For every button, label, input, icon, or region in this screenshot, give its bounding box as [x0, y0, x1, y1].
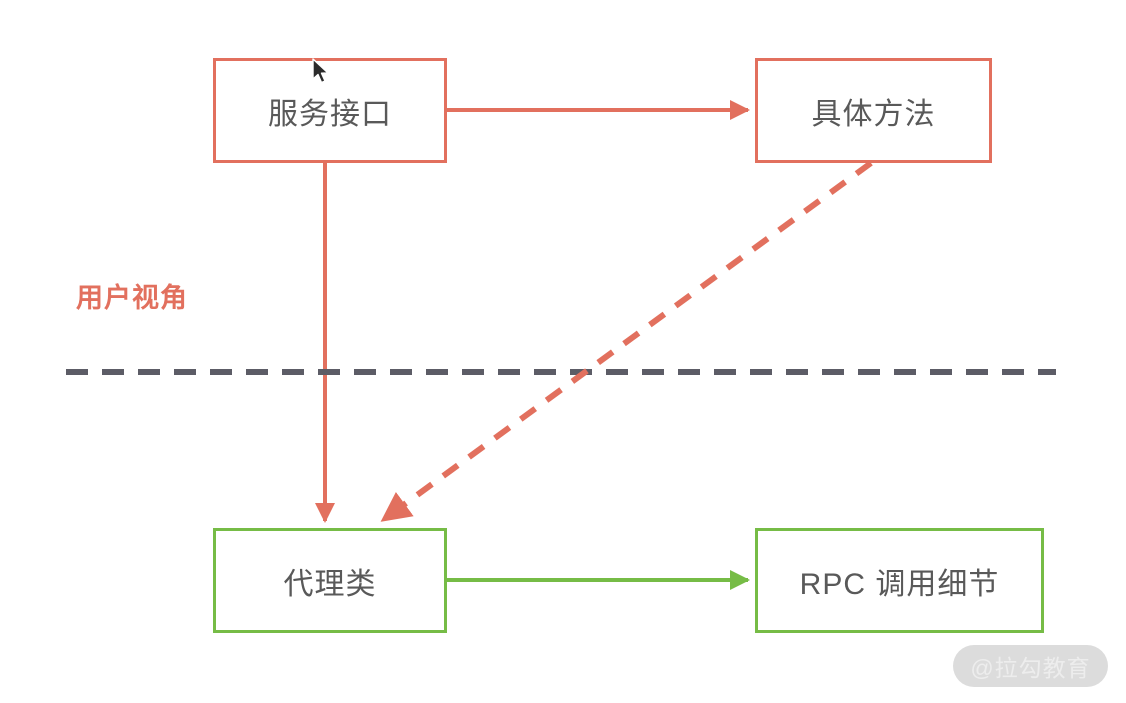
- node-concrete-method[interactable]: 具体方法: [755, 58, 992, 163]
- user-view-label: 用户视角: [76, 283, 188, 313]
- node-concrete-method-label: 具体方法: [811, 97, 936, 131]
- node-proxy-class-label: 代理类: [283, 567, 377, 601]
- watermark-text: @拉勾教育: [970, 655, 1091, 681]
- node-rpc-detail[interactable]: RPC 调用细节: [755, 528, 1044, 633]
- node-service-interface[interactable]: 服务接口: [213, 58, 447, 163]
- edge-method-to-proxy: [380, 160, 873, 523]
- node-rpc-detail-label: RPC 调用细节: [799, 567, 1000, 601]
- node-service-interface-label: 服务接口: [268, 97, 392, 131]
- watermark-badge: @拉勾教育: [953, 645, 1108, 687]
- node-proxy-class[interactable]: 代理类: [213, 528, 447, 633]
